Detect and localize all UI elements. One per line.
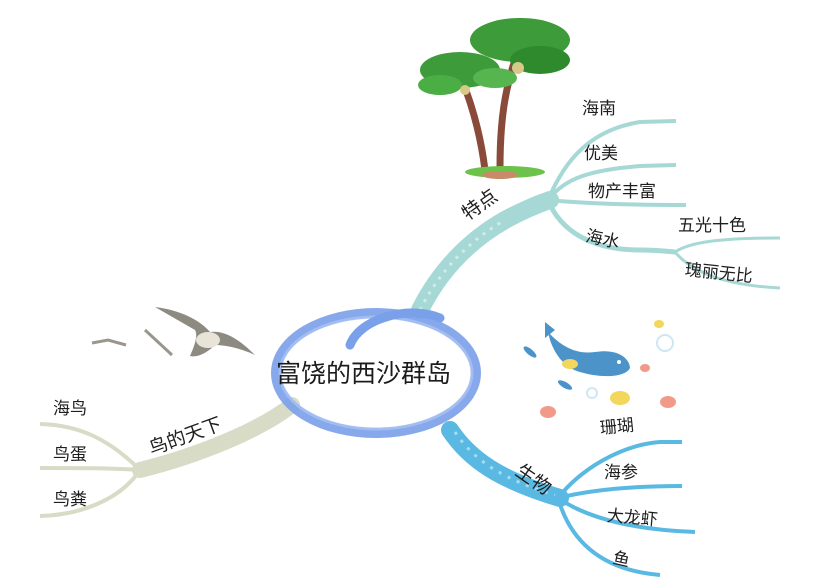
node-fish[interactable]: 鱼: [610, 548, 632, 572]
node-guano[interactable]: 鸟粪: [53, 490, 87, 510]
node-colorful[interactable]: 五光十色: [678, 216, 746, 236]
node-hainan[interactable]: 海南: [582, 99, 616, 119]
node-rich-products[interactable]: 物产丰富: [588, 182, 656, 202]
node-beautiful[interactable]: 优美: [584, 144, 618, 164]
node-sea-cucumber[interactable]: 海参: [604, 463, 638, 483]
node-bird-eggs[interactable]: 鸟蛋: [53, 445, 87, 465]
central-topic[interactable]: 富饶的西沙群岛: [276, 359, 452, 388]
node-seabird[interactable]: 海鸟: [53, 399, 87, 419]
node-lobster[interactable]: 大龙虾: [605, 506, 659, 531]
node-coral[interactable]: 珊瑚: [599, 415, 635, 439]
